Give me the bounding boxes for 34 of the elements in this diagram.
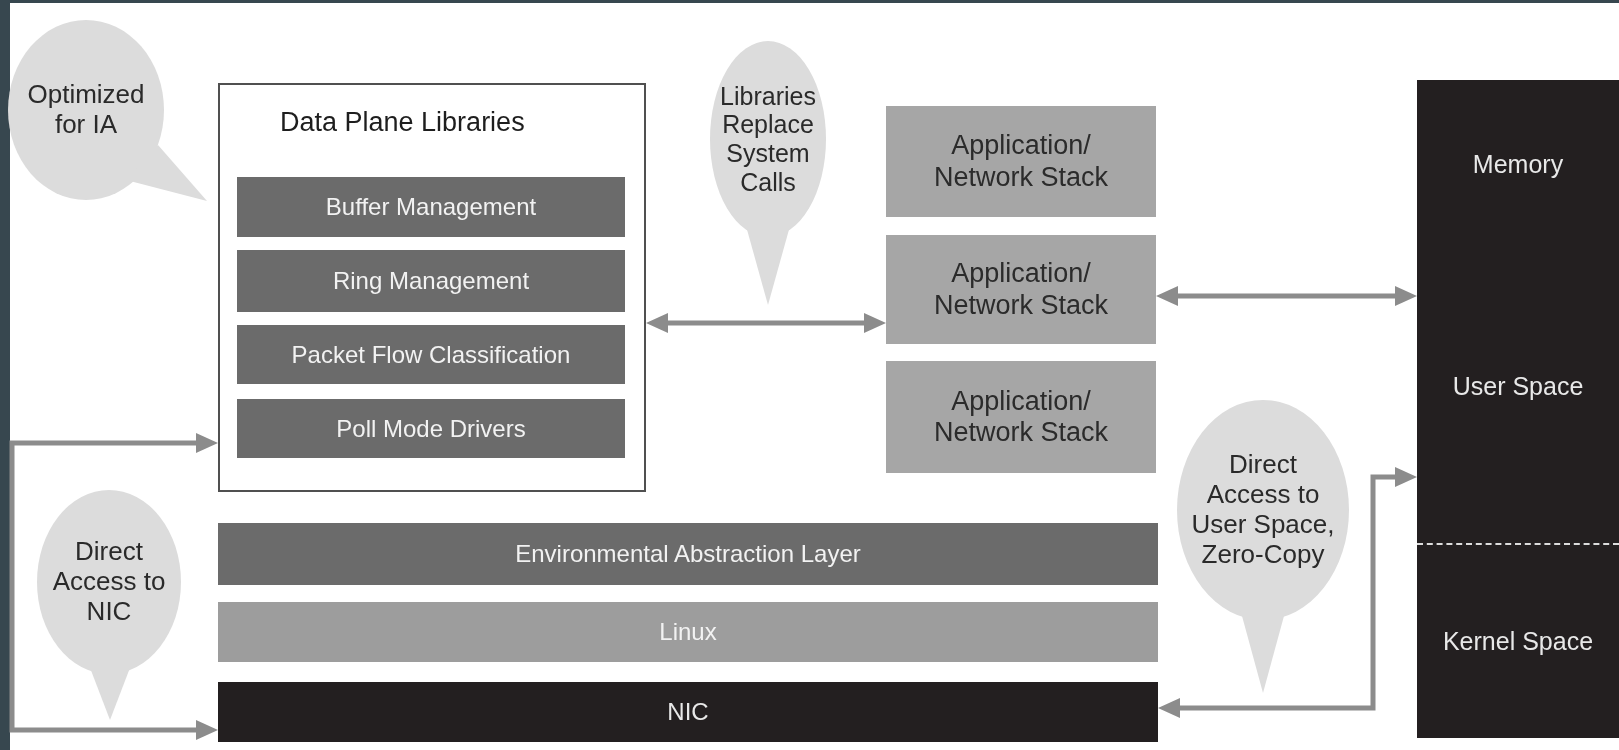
stack-box xyxy=(886,361,1156,473)
library-frame xyxy=(218,83,646,492)
frame-heading: Data Plane Libraries xyxy=(280,107,525,138)
layer-bar xyxy=(218,523,1158,585)
bar-label: Environmental Abstraction Layer xyxy=(515,540,861,568)
layer-bar xyxy=(237,325,625,384)
block-label: NIC xyxy=(667,698,709,726)
layer-bar xyxy=(237,250,625,312)
bar-label: Poll Mode Drivers xyxy=(336,414,526,443)
layer-bar xyxy=(237,399,625,458)
layer-bar xyxy=(237,177,625,237)
bubble-text: Direct Access to User Space, Zero-Copy xyxy=(1190,450,1336,570)
box-label: Application/ Network Stack xyxy=(932,258,1110,321)
block-label: Memory xyxy=(1471,150,1565,179)
double-arrow xyxy=(1156,286,1417,306)
double-arrow xyxy=(646,313,886,333)
stack-box xyxy=(886,235,1156,344)
double-arrow xyxy=(1158,467,1417,718)
bubble-text: Direct Access to NIC xyxy=(51,537,167,627)
bar-label: Packet Flow Classification xyxy=(291,340,571,369)
box-label: Application/ Network Stack xyxy=(932,385,1110,449)
region-label: User Space xyxy=(1452,372,1584,401)
bar-label: Ring Management xyxy=(332,267,530,295)
layer-bar xyxy=(218,602,1158,662)
bar-label: Buffer Management xyxy=(325,193,537,221)
dark-block xyxy=(218,682,1158,742)
bubble-text: Libraries Replace System Calls xyxy=(720,81,816,197)
region-label: Kernel Space xyxy=(1442,627,1594,656)
stack-box xyxy=(886,106,1156,217)
double-arrow xyxy=(9,433,218,740)
bubble-text: Optimized for IA xyxy=(26,80,146,140)
box-label: Application/ Network Stack xyxy=(932,130,1110,193)
bar-label: Linux xyxy=(659,618,717,646)
dark-block xyxy=(1417,80,1619,738)
